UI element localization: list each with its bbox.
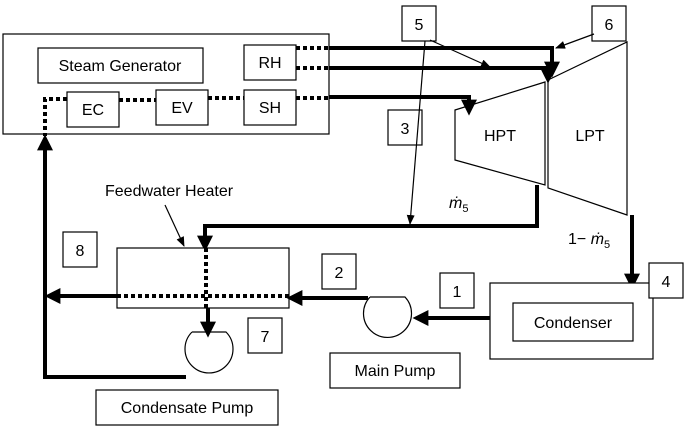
main-pump-label-box bbox=[329, 352, 461, 389]
condensate-pump-label: Condensate Pump bbox=[121, 400, 254, 417]
condensate-return-line bbox=[37, 134, 186, 379]
state-box-6 bbox=[591, 5, 627, 42]
state-label-5: 5 bbox=[415, 17, 424, 34]
state-label-8: 8 bbox=[76, 243, 85, 260]
steam-generator-label: Steam Generator bbox=[59, 58, 182, 75]
state-label-7: 7 bbox=[261, 329, 270, 346]
state-box-5 bbox=[401, 5, 437, 42]
steam-generator-label-box bbox=[37, 47, 204, 84]
main-steam-line bbox=[329, 95, 477, 116]
rh-box bbox=[243, 44, 297, 81]
main-pump-symbol bbox=[362, 296, 413, 339]
state-label-6: 6 bbox=[605, 17, 614, 34]
rh-label: RH bbox=[258, 55, 281, 72]
condensate-pump-symbol bbox=[184, 331, 234, 374]
feedwater-heater-leader bbox=[164, 204, 185, 247]
reheat-line-2 bbox=[329, 66, 556, 84]
condenser-inner bbox=[512, 302, 634, 342]
condensate-pump-label-box bbox=[95, 389, 279, 426]
state-5-leader-b bbox=[406, 40, 426, 225]
sh-box bbox=[243, 89, 297, 126]
state-box-7 bbox=[247, 317, 283, 354]
bleed-line bbox=[197, 185, 539, 252]
hpt-turbine bbox=[454, 81, 546, 186]
sh-label: SH bbox=[259, 100, 281, 117]
state-box-8 bbox=[62, 231, 98, 268]
state-label-4: 4 bbox=[662, 274, 671, 291]
main-pump-label: Main Pump bbox=[355, 363, 436, 380]
ev-box bbox=[155, 89, 209, 126]
state-5-leader-a bbox=[429, 39, 491, 68]
state-6-leader bbox=[555, 33, 595, 49]
feedwater-heater-label: Feedwater Heater bbox=[105, 183, 234, 200]
state-box-4 bbox=[648, 262, 684, 299]
ev-label: EV bbox=[171, 100, 193, 117]
ec-inlet-link bbox=[43, 97, 67, 136]
state-label-2: 2 bbox=[335, 265, 344, 282]
lpt-label: LPT bbox=[575, 128, 605, 145]
state-box-3 bbox=[387, 109, 423, 146]
ec-label: EC bbox=[82, 102, 104, 119]
ec-box bbox=[66, 91, 120, 128]
feedwater-heater-box bbox=[116, 247, 290, 309]
m5-label: ṁ5 bbox=[449, 195, 468, 215]
condenser-label: Condenser bbox=[534, 315, 613, 332]
state-label-1: 1 bbox=[453, 284, 462, 301]
state-box-1 bbox=[439, 272, 475, 309]
lpt-turbine bbox=[547, 41, 628, 216]
hpt-label: HPT bbox=[484, 128, 516, 145]
state-box-2 bbox=[321, 253, 357, 290]
state-label-3: 3 bbox=[401, 121, 410, 138]
reheat-line-1 bbox=[329, 46, 560, 78]
one-minus-m5-label: 1− ṁ5 bbox=[568, 231, 610, 251]
